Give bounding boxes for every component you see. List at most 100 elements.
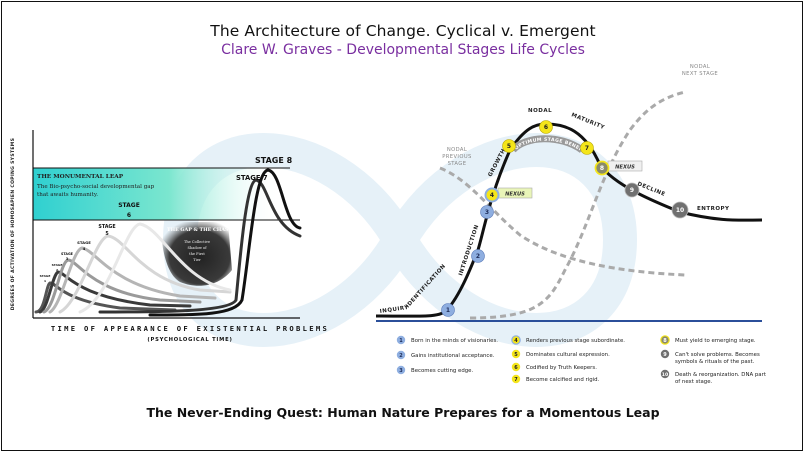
legend: 1 Born in the minds of visionaries. 2 Gain… <box>396 335 766 385</box>
svg-text:6: 6 <box>514 365 518 371</box>
footer-caption: The Never-Ending Quest: Human Nature Pre… <box>146 405 660 420</box>
page-title: The Architecture of Change. Cyclical v. … <box>210 22 596 40</box>
stage6-label-a: STAGE <box>118 202 140 209</box>
svg-text:of next stage.: of next stage. <box>675 379 713 385</box>
node-1: 1 <box>441 303 455 317</box>
node-8: 8 <box>594 160 610 176</box>
label-entropy: ENTROPY <box>697 206 730 212</box>
svg-text:3: 3 <box>485 209 489 216</box>
nodal-previous-2: PREVIOUS <box>442 154 471 160</box>
node-4: 4 <box>484 187 500 203</box>
stage6-curve <box>78 222 232 314</box>
svg-text:3: 3 <box>399 368 403 374</box>
svg-text:symbols & rituals of the past.: symbols & rituals of the past. <box>675 359 755 365</box>
svg-text:Must yield to emerging stage.: Must yield to emerging stage. <box>675 338 756 344</box>
label-inquiry: INQUIRY <box>379 305 409 315</box>
legend-item-2: 2 Gains institutional acceptance. <box>396 350 495 360</box>
svg-text:Gains institutional acceptance: Gains institutional acceptance. <box>411 353 495 359</box>
svg-text:4: 4 <box>514 338 518 344</box>
svg-text:2: 2 <box>399 353 403 359</box>
svg-text:8: 8 <box>663 338 667 344</box>
stage2-label-a: STAGE <box>52 263 63 267</box>
leap-text-2: that awaits humanity. <box>37 192 98 198</box>
svg-text:8: 8 <box>600 165 604 172</box>
x-axis-label: TIME OF APPEARANCE OF EXISTENTIAL PROBLE… <box>51 324 329 333</box>
stage5-label-a: STAGE <box>98 224 115 230</box>
stage5-label-b: 5 <box>105 231 108 237</box>
stage5-curve <box>58 234 232 314</box>
label-maturity: MATURITY <box>570 112 606 131</box>
stage4-label-b: 4 <box>83 246 86 251</box>
stage3-label-a: STAGE <box>61 252 74 256</box>
stage2-label-b: 2 <box>56 268 58 272</box>
svg-text:Born in the minds of visionar: Born in the minds of visionaries. <box>411 338 498 344</box>
stage1-label-b: 1 <box>44 279 46 283</box>
node-3: 3 <box>480 205 494 219</box>
gap-text-2: Shadow of <box>187 246 207 250</box>
svg-text:Becomes cutting edge.: Becomes cutting edge. <box>411 368 473 374</box>
svg-text:Become calcified and rigid.: Become calcified and rigid. <box>526 377 600 383</box>
stage3-curve <box>42 258 202 314</box>
legend-item-6: 6 Codified by Truth Keepers. <box>511 362 597 372</box>
svg-text:Can't solve problems. Becomes: Can't solve problems. Becomes <box>675 352 760 358</box>
stage8-curve <box>148 168 302 317</box>
stage7-curve <box>98 178 302 314</box>
svg-text:7: 7 <box>514 377 518 383</box>
svg-text:5: 5 <box>514 352 518 358</box>
gap-text-1: The Collective <box>184 240 210 244</box>
stage4-curve <box>48 246 217 314</box>
svg-text:4: 4 <box>490 192 494 199</box>
node-10: 10 <box>671 201 689 219</box>
svg-text:Death & reorganization. DNA pa: Death & reorganization. DNA part <box>675 372 766 378</box>
label-nodal: NODAL <box>528 108 552 114</box>
svg-text:1: 1 <box>446 307 450 314</box>
nodal-previous-3: STAGE <box>448 161 467 167</box>
nodal-previous-1: NODAL <box>447 147 467 153</box>
leap-title: THE MONUMENTAL LEAP <box>37 174 124 180</box>
svg-text:5: 5 <box>507 143 511 150</box>
node-6: 6 <box>539 120 553 134</box>
svg-text:Codified by Truth Keepers.: Codified by Truth Keepers. <box>526 365 597 371</box>
gap-chasm <box>160 222 232 286</box>
infinity-watermark <box>162 133 638 347</box>
stage4-label-a: STAGE <box>77 240 91 245</box>
leap-band <box>33 168 280 220</box>
svg-text:Dominates cultural expression.: Dominates cultural expression. <box>526 352 610 358</box>
stage1-label-a: STAGE <box>40 274 51 278</box>
node-7: 7 <box>580 141 594 155</box>
legend-item-7: 7 Become calcified and rigid. <box>511 374 600 384</box>
svg-text:10: 10 <box>662 372 668 378</box>
nexus-label-2: NEXUS <box>615 165 635 171</box>
node-5: 5 <box>502 139 516 153</box>
stage6-label-b: 6 <box>127 212 131 219</box>
svg-text:2: 2 <box>476 253 480 260</box>
node-2: 2 <box>471 249 485 263</box>
y-axis-label: DEGREES OF ACTIVATION OF HOMOSAPIEN COPI… <box>10 138 16 311</box>
legend-item-1: 1 Born in the minds of visionaries. <box>396 335 498 345</box>
svg-text:7: 7 <box>585 145 589 152</box>
node-9: 9 <box>624 182 640 198</box>
legend-item-8: 8 Must yield to emerging stage. <box>660 335 756 345</box>
legend-item-3: 3 Becomes cutting edge. <box>396 365 473 375</box>
leap-text-1: The Bio-psycho-social developmental gap <box>37 184 155 190</box>
next-stage-curve <box>469 90 686 320</box>
svg-text:9: 9 <box>630 187 634 194</box>
stage7-label: STAGE 7 <box>236 174 268 182</box>
left-chart: DEGREES OF ACTIVATION OF HOMOSAPIEN COPI… <box>10 130 329 343</box>
nodal-next-2: NEXT STAGE <box>682 71 718 77</box>
page-subtitle: Clare W. Graves - Developmental Stages L… <box>221 42 585 58</box>
legend-item-5: 5 Dominates cultural expression. <box>511 349 610 359</box>
svg-text:9: 9 <box>663 352 667 358</box>
svg-text:10: 10 <box>676 207 684 214</box>
nodal-next-1: NODAL <box>690 64 710 70</box>
stage8-label: STAGE 8 <box>255 156 293 165</box>
gap-title: THE GAP & THE CHASM <box>167 227 234 233</box>
gap-text-3: the First <box>189 252 205 256</box>
x-axis-sublabel: (PSYCHOLOGICAL TIME) <box>147 337 232 343</box>
svg-text:1: 1 <box>399 338 403 344</box>
previous-stage-curve <box>439 166 686 277</box>
svg-text:6: 6 <box>544 124 548 131</box>
